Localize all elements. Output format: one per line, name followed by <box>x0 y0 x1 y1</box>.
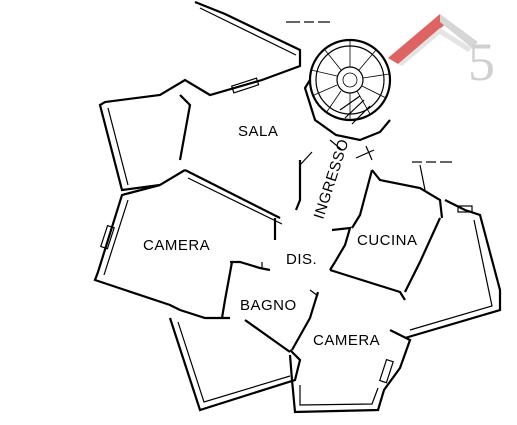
room-label-camera-1: CAMERA <box>143 237 210 254</box>
logo-roof-muted <box>440 14 478 48</box>
spiral-staircase <box>303 38 392 151</box>
outer-walls <box>93 0 502 414</box>
room-label-bagno: BAGNO <box>240 297 297 314</box>
annotations <box>286 21 452 163</box>
watermark-logo: 5 <box>388 14 495 92</box>
logo-number: 5 <box>468 32 495 92</box>
room-label-cucina: CUCINA <box>357 232 418 249</box>
room-label-dis: DIS. <box>286 251 317 268</box>
room-label-sala: SALA <box>238 123 278 140</box>
room-label-camera-2: CAMERA <box>313 332 380 349</box>
doors <box>261 151 319 297</box>
room-labels: SALA INGRESSO CAMERA CUCINA DIS. BAGNO C… <box>143 123 418 349</box>
logo-roof-accent <box>388 14 448 64</box>
logo-roof-base <box>398 28 472 66</box>
interior-walls <box>99 77 473 384</box>
room-label-ingresso: INGRESSO <box>311 137 353 221</box>
